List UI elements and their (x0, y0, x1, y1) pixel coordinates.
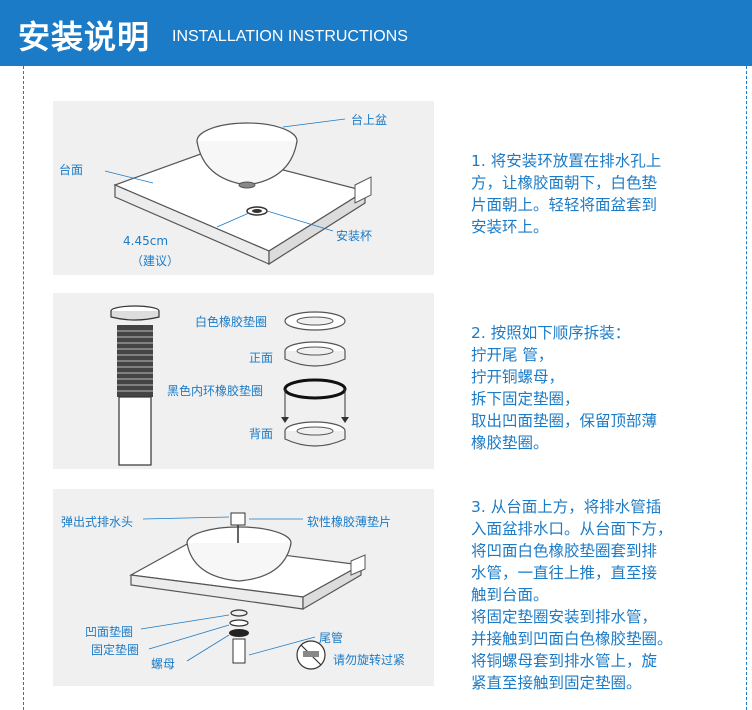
step3-line: 将凹面白色橡胶垫圈套到排 (471, 542, 658, 560)
step1-text: 1. 将安装环放置在排水孔上 方，让橡胶面朝下，白色垫 片面朝上。轻轻将面盆套到… (471, 150, 741, 238)
step3-line: 触到台面。 (471, 586, 549, 604)
label-popup-drain: 弹出式排水头 (61, 515, 134, 529)
drain-parts-drawing (110, 305, 349, 466)
step3-text: 3. 从台面上方，将排水管插 入面盆排水口。从台面下方， 将凹面白色橡胶垫圈套到… (471, 496, 741, 694)
page-subtitle: INSTALLATION INSTRUCTIONS (172, 28, 408, 45)
label-fixed-ring: 固定垫圈 (91, 643, 140, 657)
step1-line: 方，让橡胶面朝下，白色垫 (471, 174, 658, 192)
label-back: 背面 (249, 427, 274, 441)
step3-line: 并接触到凹面白色橡胶垫圈。 (471, 630, 673, 648)
label-concave-ring: 凹面垫圈 (85, 625, 134, 639)
label-nut: 螺母 (151, 657, 176, 671)
step3-illustration: 弹出式排水头 软性橡胶薄垫片 凹面垫圈 固定垫圈 螺母 尾管 请勿旋转过紧 (53, 489, 434, 686)
step2-line: 拆下固定垫圈， (471, 390, 580, 408)
page-title: 安装说明 (18, 18, 151, 56)
step2-line: 取出凹面垫圈，保留顶部薄 (471, 412, 658, 430)
step2-line: 2. 按照如下顺序拆装： (471, 324, 631, 342)
label-dimension: 4.45cm (123, 234, 169, 248)
step3-line: 紧直至接触到固定垫圈。 (471, 674, 642, 692)
step1-illustration: 台上盆 台面 安装杯 4.45cm （建议） (53, 101, 434, 275)
step1-line: 片面朝上。轻轻将面盆套到 (471, 196, 658, 214)
right-dashed-border (746, 66, 747, 710)
step3-line: 将固定垫圈安装到排水管， (471, 608, 658, 626)
label-basin: 台上盆 (351, 113, 388, 127)
label-warning: 请勿旋转过紧 (333, 653, 406, 667)
step2-line: 拧开尾 管， (471, 346, 554, 364)
step2-line: 拧开铜螺母， (471, 368, 565, 386)
step1-line: 1. 将安装环放置在排水孔上 (471, 152, 662, 170)
step3-line: 水管，一直往上推，直至接 (471, 564, 658, 582)
label-soft-gasket: 软性橡胶薄垫片 (307, 515, 392, 529)
installation-drawing (129, 512, 366, 670)
label-black-ring: 黑色内环橡胶垫圈 (167, 384, 264, 398)
step3-line: 3. 从台面上方，将排水管插 (471, 498, 662, 516)
label-white-ring: 白色橡胶垫圈 (195, 315, 268, 329)
label-front: 正面 (249, 351, 274, 365)
label-mounting-ring: 安装杯 (336, 229, 373, 243)
step3-line: 入面盆排水口。从台面下方， (471, 520, 673, 538)
label-tail-pipe: 尾管 (319, 631, 344, 645)
step1-line: 安装环上。 (471, 218, 549, 236)
label-countertop: 台面 (59, 163, 84, 177)
label-dimension-note: （建议） (131, 254, 180, 268)
basin-counter-drawing (104, 118, 372, 266)
step2-illustration: 白色橡胶垫圈 正面 黑色内环橡胶垫圈 背面 (53, 293, 434, 469)
left-dashed-border (23, 66, 24, 710)
step2-text: 2. 按照如下顺序拆装： 拧开尾 管， 拧开铜螺母， 拆下固定垫圈， 取出凹面垫… (471, 322, 741, 454)
header-bar: 安装说明 INSTALLATION INSTRUCTIONS (0, 0, 752, 66)
step2-line: 橡胶垫圈。 (471, 434, 549, 452)
step3-line: 将铜螺母套到排水管上，旋 (471, 652, 658, 670)
